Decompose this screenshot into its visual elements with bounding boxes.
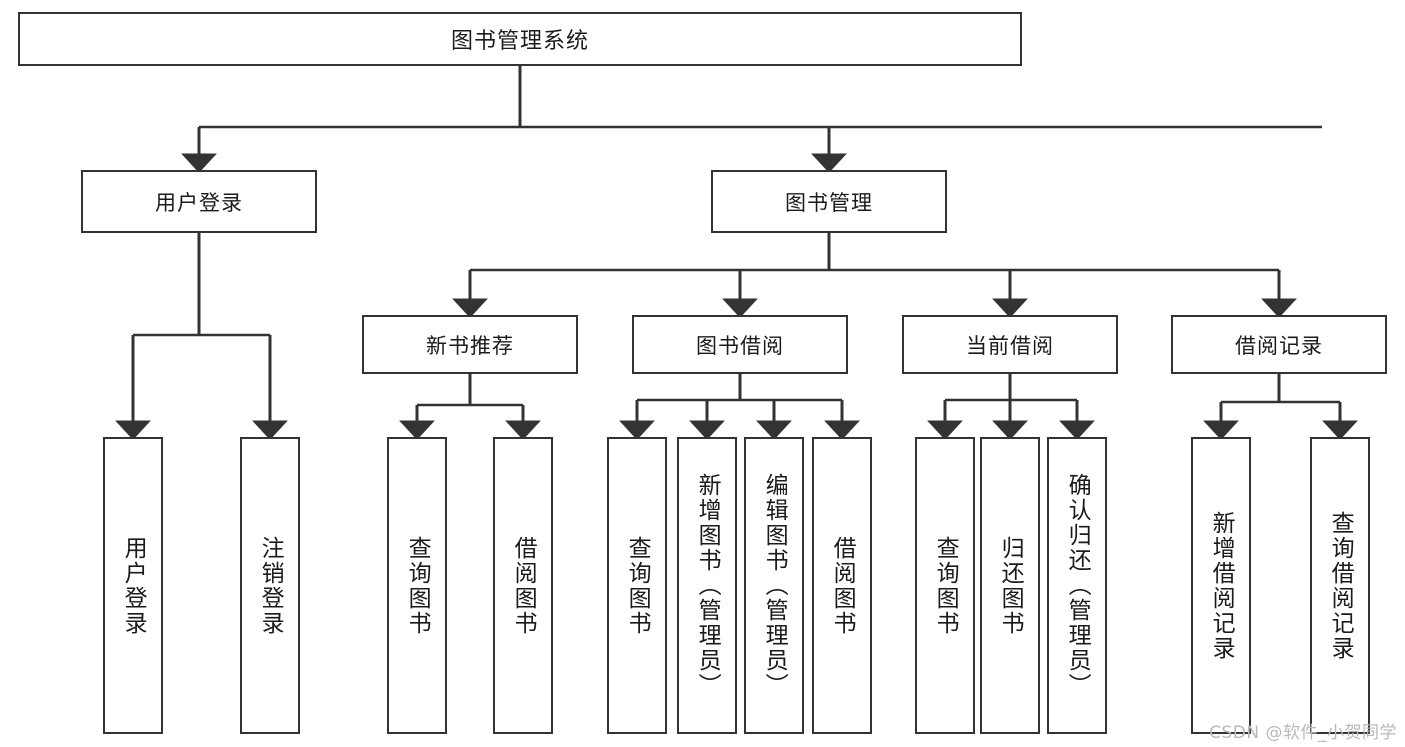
leaf-label: 新增借阅记录	[1208, 510, 1235, 661]
leaf-record-query-record[interactable]: 查询借阅记录	[1310, 437, 1370, 734]
leaf-label: 归还图书	[997, 535, 1024, 636]
leaf-borrow-query-book[interactable]: 查询图书	[607, 437, 667, 734]
leaf-borrow-borrow-book[interactable]: 借阅图书	[812, 437, 872, 734]
leaf-label: 查询图书	[624, 535, 651, 636]
node-user-login[interactable]: 用户登录	[81, 170, 317, 233]
leaf-label: 查询借阅记录	[1327, 510, 1354, 661]
node-book-borrow[interactable]: 图书借阅	[632, 315, 848, 374]
node-new-book-recommend[interactable]: 新书推荐	[362, 315, 578, 374]
leaf-new-book-query[interactable]: 查询图书	[387, 437, 447, 734]
leaf-label: 新增图书（管理员）	[694, 473, 721, 698]
leaf-label: 借阅图书	[510, 535, 537, 636]
leaf-label: 借阅图书	[829, 535, 856, 636]
node-book-management[interactable]: 图书管理	[711, 170, 947, 233]
leaf-borrow-add-book-admin[interactable]: 新增图书（管理员）	[677, 437, 737, 734]
leaf-label: 确认归还（管理员）	[1064, 473, 1091, 698]
leaf-new-book-borrow[interactable]: 借阅图书	[493, 437, 553, 734]
leaf-current-query-book[interactable]: 查询图书	[915, 437, 975, 734]
leaf-borrow-edit-book-admin[interactable]: 编辑图书（管理员）	[744, 437, 804, 734]
leaf-user-login-login[interactable]: 用户登录	[103, 437, 163, 734]
leaf-user-login-logout[interactable]: 注销登录	[240, 437, 300, 734]
leaf-label: 编辑图书（管理员）	[761, 473, 788, 698]
leaf-label: 查询图书	[404, 535, 431, 636]
leaf-label: 用户登录	[120, 535, 147, 636]
leaf-label: 注销登录	[257, 535, 284, 636]
node-current-borrow[interactable]: 当前借阅	[902, 315, 1118, 374]
node-root-system[interactable]: 图书管理系统	[18, 12, 1022, 66]
node-borrow-record[interactable]: 借阅记录	[1171, 315, 1387, 374]
leaf-current-confirm-return-admin[interactable]: 确认归还（管理员）	[1047, 437, 1107, 734]
leaf-current-return-book[interactable]: 归还图书	[980, 437, 1040, 734]
leaf-label: 查询图书	[932, 535, 959, 636]
leaf-record-add-record[interactable]: 新增借阅记录	[1191, 437, 1251, 734]
csdn-watermark: CSDN @软件_小贺同学	[1209, 723, 1397, 743]
